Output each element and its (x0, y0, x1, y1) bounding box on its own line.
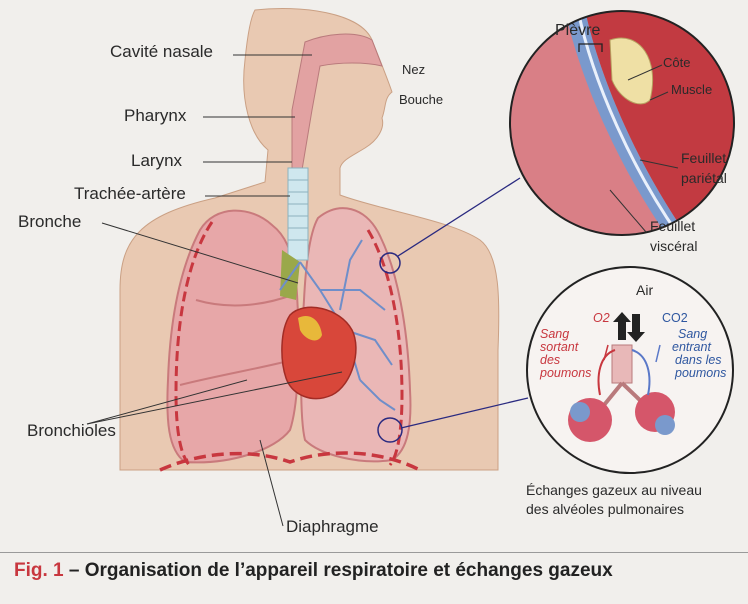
label-feuillet-parietal-1: Feuillet (681, 150, 726, 166)
figure-number: Fig. 1 (14, 560, 64, 581)
trachea (288, 168, 308, 260)
label-bronchioles: Bronchioles (27, 421, 116, 441)
label-bronche: Bronche (18, 212, 81, 232)
label-trachee: Trachée-artère (74, 184, 186, 204)
label-echanges-1: Échanges gazeux au niveau (526, 482, 702, 498)
figure-caption: Fig. 1 – Organisation de l’appareil resp… (14, 560, 613, 582)
figure-title: – Organisation de l’appareil respiratoir… (64, 560, 613, 581)
label-cavite-nasale: Cavité nasale (110, 42, 213, 62)
label-co2: CO2 (662, 312, 688, 325)
label-bouche: Bouche (399, 92, 443, 107)
label-sang-sortant-4: poumons (540, 367, 591, 380)
label-feuillet-parietal-2: pariétal (681, 170, 727, 186)
label-o2: O2 (593, 312, 610, 325)
label-nez: Nez (402, 62, 425, 77)
label-diaphragme: Diaphragme (286, 517, 379, 537)
label-pharynx: Pharynx (124, 106, 186, 126)
label-sang-entrant-4: poumons (675, 367, 726, 380)
caption-rule (0, 552, 748, 553)
label-air: Air (636, 282, 653, 298)
label-cote: Côte (663, 55, 690, 70)
label-feuillet-visceral-2: viscéral (650, 238, 697, 254)
label-echanges-2: des alvéoles pulmonaires (526, 501, 684, 517)
label-feuillet-visceral-1: Feuillet (650, 218, 695, 234)
label-muscle: Muscle (671, 82, 712, 97)
heart (282, 307, 356, 398)
label-plevre: Plèvre (555, 22, 600, 40)
label-larynx: Larynx (131, 151, 182, 171)
